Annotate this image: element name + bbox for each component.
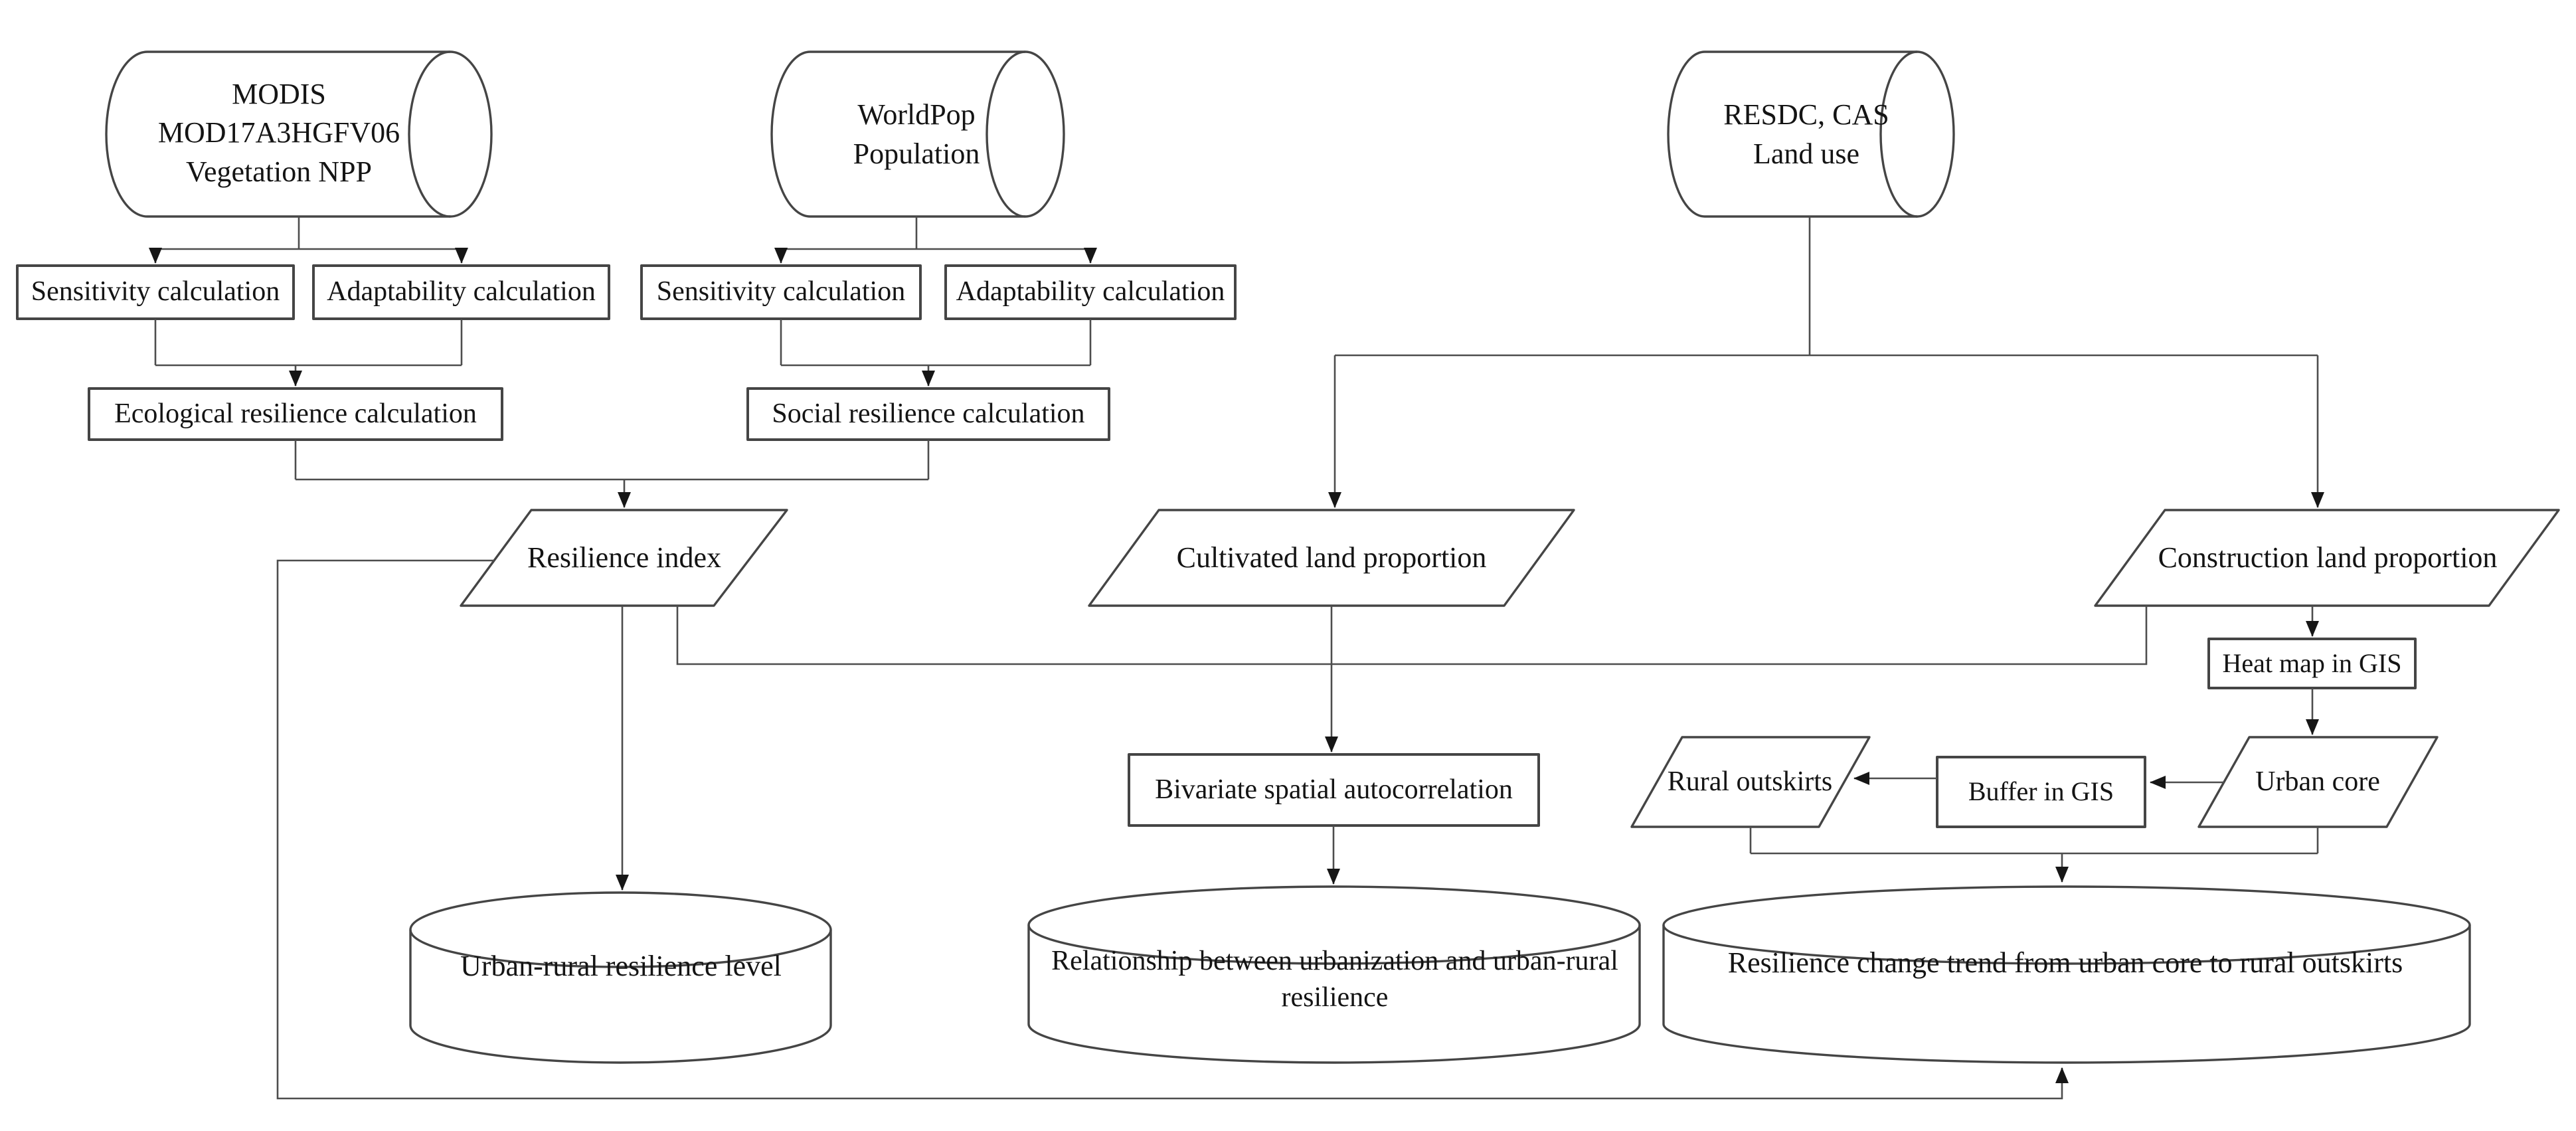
edge-trend-merge-line	[1749, 827, 2319, 883]
sensitivity-eco-box-label: Sensitivity calculation	[31, 276, 280, 307]
relationship-cylinder-shape	[1027, 885, 1641, 1064]
edge-index-changetrend-feedback-line	[276, 559, 2069, 1100]
construction-parallelogram-shape	[2094, 509, 2560, 607]
urban-rural-level-cylinder-shape	[409, 891, 832, 1064]
change-trend-cylinder-shape	[1662, 885, 2471, 1064]
buffer-gis-box-shape	[1936, 756, 2146, 828]
edge-worldpop-split-line	[774, 217, 1097, 264]
bivariate-box-label: Bivariate spatial autocorrelation	[1155, 774, 1513, 805]
change-trend-cylinder-label: Resilience change trend from urban core …	[1727, 946, 2403, 979]
resdc-cylinder-shape	[1667, 50, 1955, 218]
edge-resdc-split-line	[1328, 217, 2324, 508]
ecological-box-label: Ecological resilience calculation	[114, 398, 477, 429]
rural-outskirts-label: Rural outskirts	[1667, 766, 1833, 797]
edge-index-merge-line	[294, 440, 930, 508]
rural-outskirts-parallelogram-shape	[1630, 736, 1871, 828]
construction-label: Construction land proportion	[2158, 541, 2498, 574]
worldpop-cylinder-shape	[770, 50, 1065, 218]
adaptability-social-box-label: Adaptability calculation	[956, 276, 1225, 307]
resilience-index-parallelogram-shape	[460, 509, 788, 607]
heat-map-box-label: Heat map in GIS	[2222, 648, 2402, 678]
edge-social-merge-line	[780, 319, 1092, 387]
edge-index-construction-link-line	[676, 606, 2148, 665]
social-box-label: Social resilience calculation	[772, 398, 1085, 429]
resilience-index-label: Resilience index	[527, 541, 721, 574]
cultivated-parallelogram-shape	[1088, 509, 1575, 607]
cultivated-label: Cultivated land proportion	[1176, 541, 1487, 574]
adaptability-eco-box-label: Adaptability calculation	[327, 276, 596, 307]
edge-modis-split-line	[149, 217, 468, 264]
urban-rural-level-cylinder-label: Urban-rural resilience level	[460, 949, 782, 982]
edge-eco-merge-line	[154, 319, 463, 387]
worldpop-cylinder-label: WorldPop Population	[853, 98, 980, 170]
buffer-gis-box-label: Buffer in GIS	[1968, 776, 2114, 807]
urban-core-parallelogram-shape	[2197, 736, 2439, 828]
urban-core-label: Urban core	[2255, 766, 2380, 797]
modis-cylinder-shape	[105, 50, 493, 218]
relationship-cylinder-label: Relationship between urbanization and ur…	[1051, 945, 1618, 1013]
modis-cylinder-label: MODIS MOD17A3HGFV06 Vegetation NPP	[157, 78, 400, 188]
sensitivity-social-box-label: Sensitivity calculation	[656, 276, 906, 307]
resdc-cylinder-label: RESDC, CAS Land use	[1723, 98, 1889, 170]
